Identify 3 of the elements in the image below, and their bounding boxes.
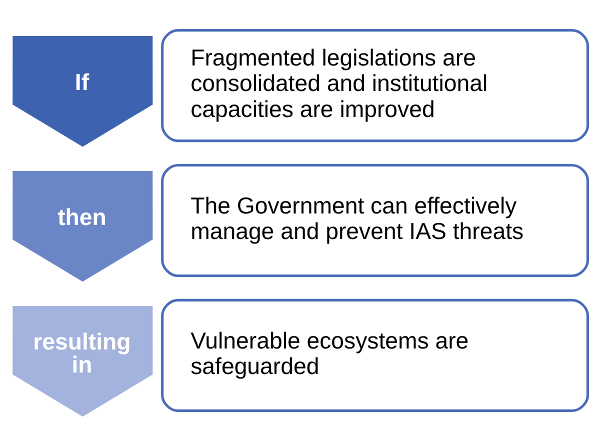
node-box: The Government can effectively manage and prevent IAS threats (161, 163, 590, 277)
node-box: Vulnerable ecosystems are safeguarded (161, 298, 590, 412)
node-box: Fragmented legislations are consolidated and institutional capacities are improved (161, 28, 590, 142)
